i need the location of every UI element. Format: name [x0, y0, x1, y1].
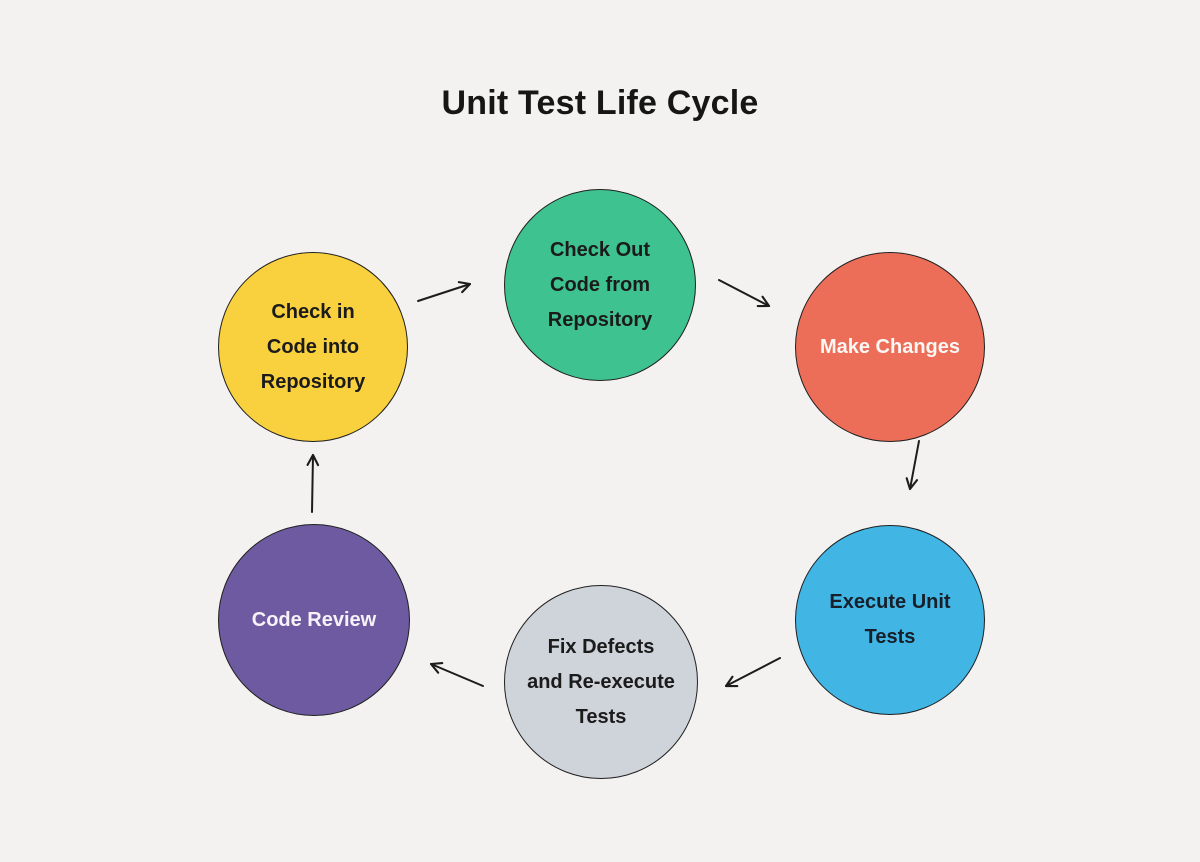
node-code-review: Code Review	[218, 524, 410, 716]
diagram-title: Unit Test Life Cycle	[441, 84, 759, 122]
arrow-fixdefects-to-codereview	[429, 661, 484, 687]
node-fix-defects: Fix Defects and Re-execute Tests	[504, 585, 698, 779]
arrow-executetests-to-fixdefects	[724, 657, 781, 688]
node-check-out-code: Check Out Code from Repository	[504, 189, 696, 381]
node-execute-unit-tests-label: Execute Unit Tests	[829, 591, 951, 648]
node-check-out-code-label: Check Out Code from Repository	[547, 238, 653, 331]
node-code-review-label: Code Review	[251, 608, 377, 631]
arrow-makechanges-to-executetests	[905, 440, 920, 491]
node-fix-defects-label: Fix Defects and Re-execute Tests	[527, 635, 675, 728]
node-make-changes: Make Changes	[795, 252, 985, 442]
node-check-in-code-label: Check in Code into Repository	[260, 300, 366, 393]
node-check-in-code: Check in Code into Repository	[218, 252, 408, 442]
node-execute-unit-tests: Execute Unit Tests	[795, 525, 985, 715]
node-make-changes-label: Make Changes	[819, 335, 961, 358]
arrow-checkin-to-checkout	[417, 281, 472, 302]
arrow-codereview-to-checkin	[306, 453, 320, 513]
arrow-checkout-to-makechanges	[718, 279, 771, 308]
